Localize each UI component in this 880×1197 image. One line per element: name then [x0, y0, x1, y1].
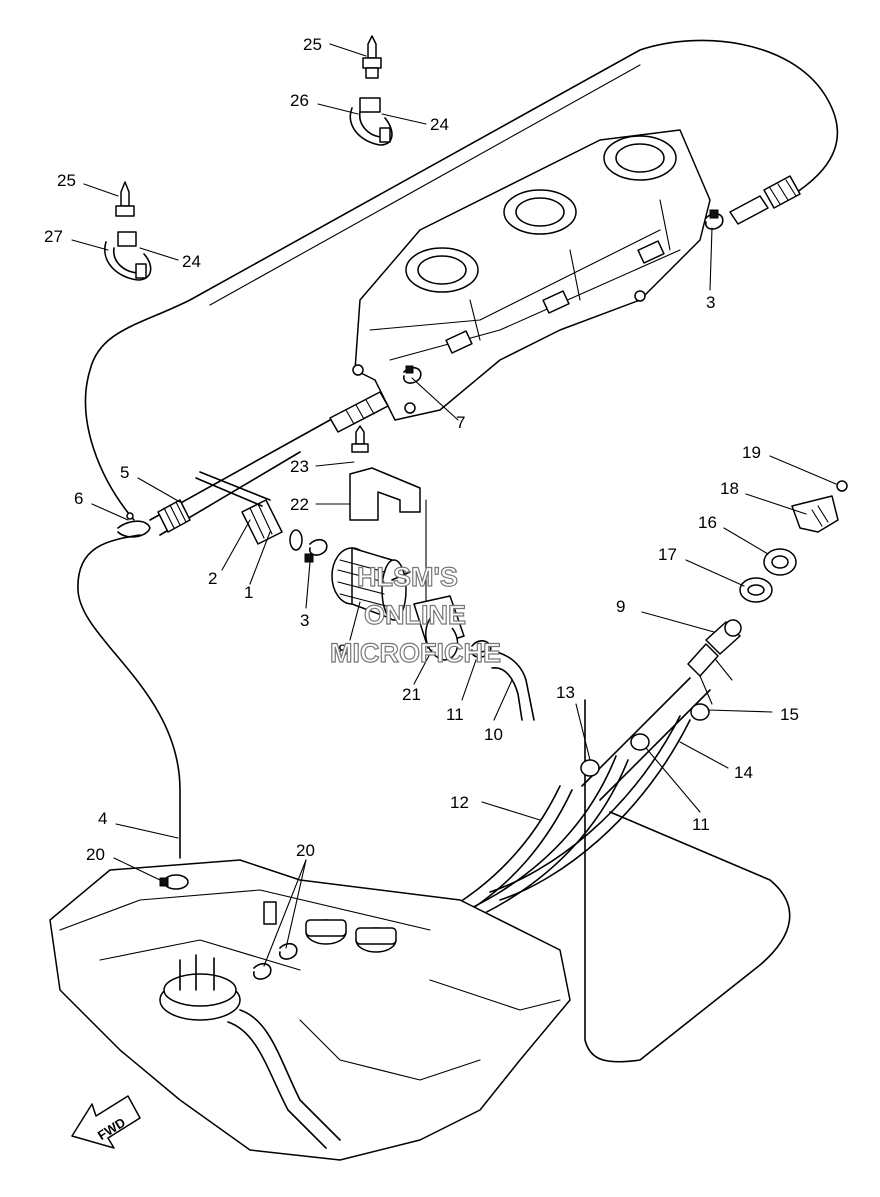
- clip-7: [403, 365, 422, 384]
- fuel-filter: [331, 547, 411, 621]
- callout-1: 1: [244, 583, 253, 602]
- clamp-assembly-upper: [349, 35, 393, 146]
- carb-lower-fitting: [329, 391, 389, 433]
- watermark-line-1: HLSM'S: [357, 562, 458, 592]
- clip-6: [117, 512, 151, 538]
- leader-lines: [71, 43, 837, 967]
- long-hose-loop-inner: [209, 64, 641, 306]
- callout-20: 20: [296, 841, 315, 860]
- clip-20a: [159, 874, 189, 890]
- callout-23: 23: [290, 457, 309, 476]
- callout-27: 27: [44, 227, 63, 246]
- lower-hose-loop: [584, 699, 791, 1063]
- clip-20b: [253, 942, 298, 980]
- callout-21: 21: [402, 685, 421, 704]
- callout-2: 2: [208, 569, 217, 588]
- callout-17: 17: [658, 545, 677, 564]
- carb-inlet-fitting: [729, 175, 801, 225]
- callout-25: 25: [57, 171, 76, 190]
- callout-16: 16: [698, 513, 717, 532]
- callout-4: 4: [98, 809, 107, 828]
- callout-11: 11: [446, 705, 464, 724]
- clip-3-right: [705, 209, 724, 230]
- filter-bracket: [349, 425, 465, 661]
- callout-15: 15: [780, 705, 799, 724]
- screw-19: [836, 480, 848, 492]
- knob-18: [791, 495, 839, 533]
- seal-16: [763, 548, 797, 576]
- clamp-assembly-lower: [104, 181, 152, 281]
- callout-24: 24: [182, 252, 201, 271]
- callout-22: 22: [290, 495, 309, 514]
- fuel-tank: [49, 859, 571, 1161]
- callout-11: 11: [692, 815, 710, 834]
- washer-17: [739, 577, 773, 603]
- fwd-direction-arrow: FWD: [71, 1095, 141, 1149]
- hose-1-2: [149, 419, 331, 551]
- watermark-line-3: MICROFICHE: [330, 638, 501, 668]
- callout-13: 13: [556, 683, 575, 702]
- hose-10: [479, 650, 535, 721]
- callout-8: 8: [338, 641, 347, 660]
- carburetor-assembly: [352, 129, 711, 421]
- clip-11a: [471, 640, 492, 658]
- callout-3: 3: [706, 293, 715, 312]
- callout-3: 3: [300, 611, 309, 630]
- callout-6: 6: [74, 489, 83, 508]
- fuel-cock: [581, 619, 742, 801]
- callout-26: 26: [290, 91, 309, 110]
- callout-14: 14: [734, 763, 753, 782]
- callout-7: 7: [456, 413, 465, 432]
- callout-20: 20: [86, 845, 105, 864]
- callout-labels: 25 26 24 25 27 24 3 7 23 22 5 6 2 1 3 8 …: [44, 35, 799, 864]
- callout-19: 19: [742, 443, 761, 462]
- callout-10: 10: [484, 725, 503, 744]
- callout-12: 12: [450, 793, 469, 812]
- long-hose-loop: [77, 39, 839, 859]
- callout-9: 9: [616, 597, 625, 616]
- watermark: HLSM'S ONLINE MICROFICHE: [329, 561, 501, 668]
- clip-3-left: [304, 538, 328, 563]
- callout-5: 5: [120, 463, 129, 482]
- callout-24: 24: [430, 115, 449, 134]
- callout-18: 18: [720, 479, 739, 498]
- watermark-line-2: ONLINE: [364, 600, 466, 630]
- callout-25: 25: [303, 35, 322, 54]
